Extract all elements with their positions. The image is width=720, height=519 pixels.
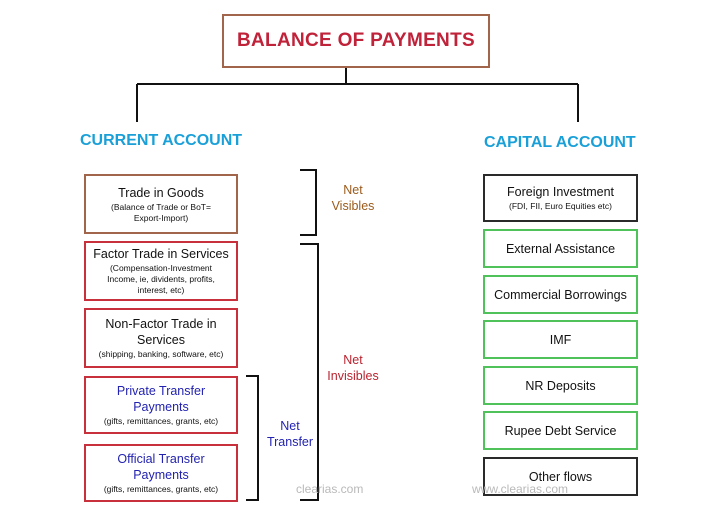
box-main-label: Other flows xyxy=(528,469,593,484)
box-main-label: Official Transfer Payments xyxy=(117,452,205,482)
box-sub-label: (Balance of Trade or BoT= Export-Import) xyxy=(111,201,211,223)
page-title: BALANCE OF PAYMENTS xyxy=(237,30,475,51)
box-main-label: Factor Trade in Services xyxy=(93,247,229,261)
private-transfer-box: Private Transfer Payments (gifts, remitt… xyxy=(84,376,238,434)
box-main-label: NR Deposits xyxy=(525,378,596,393)
net-visibles-label: Net Visibles xyxy=(331,183,375,213)
box-main-label: Trade in Goods xyxy=(118,185,204,200)
commercial-borrowings-box: Commercial Borrowings xyxy=(483,275,638,314)
rupee-debt-service-box: Rupee Debt Service xyxy=(483,411,638,450)
capital-account-heading: CAPITAL ACCOUNT xyxy=(484,134,636,151)
net-invisibles-label: Net Invisibles xyxy=(327,353,379,383)
box-sub-label: (Compensation-Investment Income, ie, div… xyxy=(107,263,215,295)
watermark-text: clearias.com xyxy=(296,482,364,496)
watermark-text: www.clearias.com xyxy=(472,482,569,496)
net-invisibles-bracket xyxy=(300,243,319,501)
trade-in-goods-box: Trade in Goods (Balance of Trade or BoT=… xyxy=(84,174,238,234)
foreign-investment-box: Foreign Investment (FDI, FII, Euro Equit… xyxy=(483,174,638,222)
other-flows-box: Other flows xyxy=(483,457,638,496)
title-box: BALANCE OF PAYMENTS xyxy=(222,14,490,68)
net-transfer-label: Net Transfer xyxy=(266,419,314,449)
box-sub-label: (gifts, remittances, grants, etc) xyxy=(103,416,219,426)
nr-deposits-box: NR Deposits xyxy=(483,366,638,405)
box-sub-label: (FDI, FII, Euro Equities etc) xyxy=(509,201,612,211)
box-main-label: Commercial Borrowings xyxy=(494,287,627,302)
box-main-label: External Assistance xyxy=(505,241,616,256)
box-sub-label: (gifts, remittances, grants, etc) xyxy=(103,484,219,494)
box-main-label: Foreign Investment xyxy=(507,185,614,199)
current-account-heading: CURRENT ACCOUNT xyxy=(80,132,243,149)
box-main-label: Private Transfer Payments xyxy=(116,384,206,414)
external-assistance-box: External Assistance xyxy=(483,229,638,268)
non-factor-trade-box: Non-Factor Trade in Services (shipping, … xyxy=(84,308,238,368)
factor-trade-box: Factor Trade in Services (Compensation-I… xyxy=(84,241,238,301)
box-sub-label: (shipping, banking, software, etc) xyxy=(98,349,224,359)
box-main-label: Non-Factor Trade in Services xyxy=(105,317,217,347)
official-transfer-box: Official Transfer Payments (gifts, remit… xyxy=(84,444,238,502)
box-main-label: IMF xyxy=(549,332,572,347)
net-visibles-bracket xyxy=(300,169,317,236)
box-main-label: Rupee Debt Service xyxy=(504,423,617,438)
imf-box: IMF xyxy=(483,320,638,359)
net-transfer-bracket xyxy=(246,375,259,501)
